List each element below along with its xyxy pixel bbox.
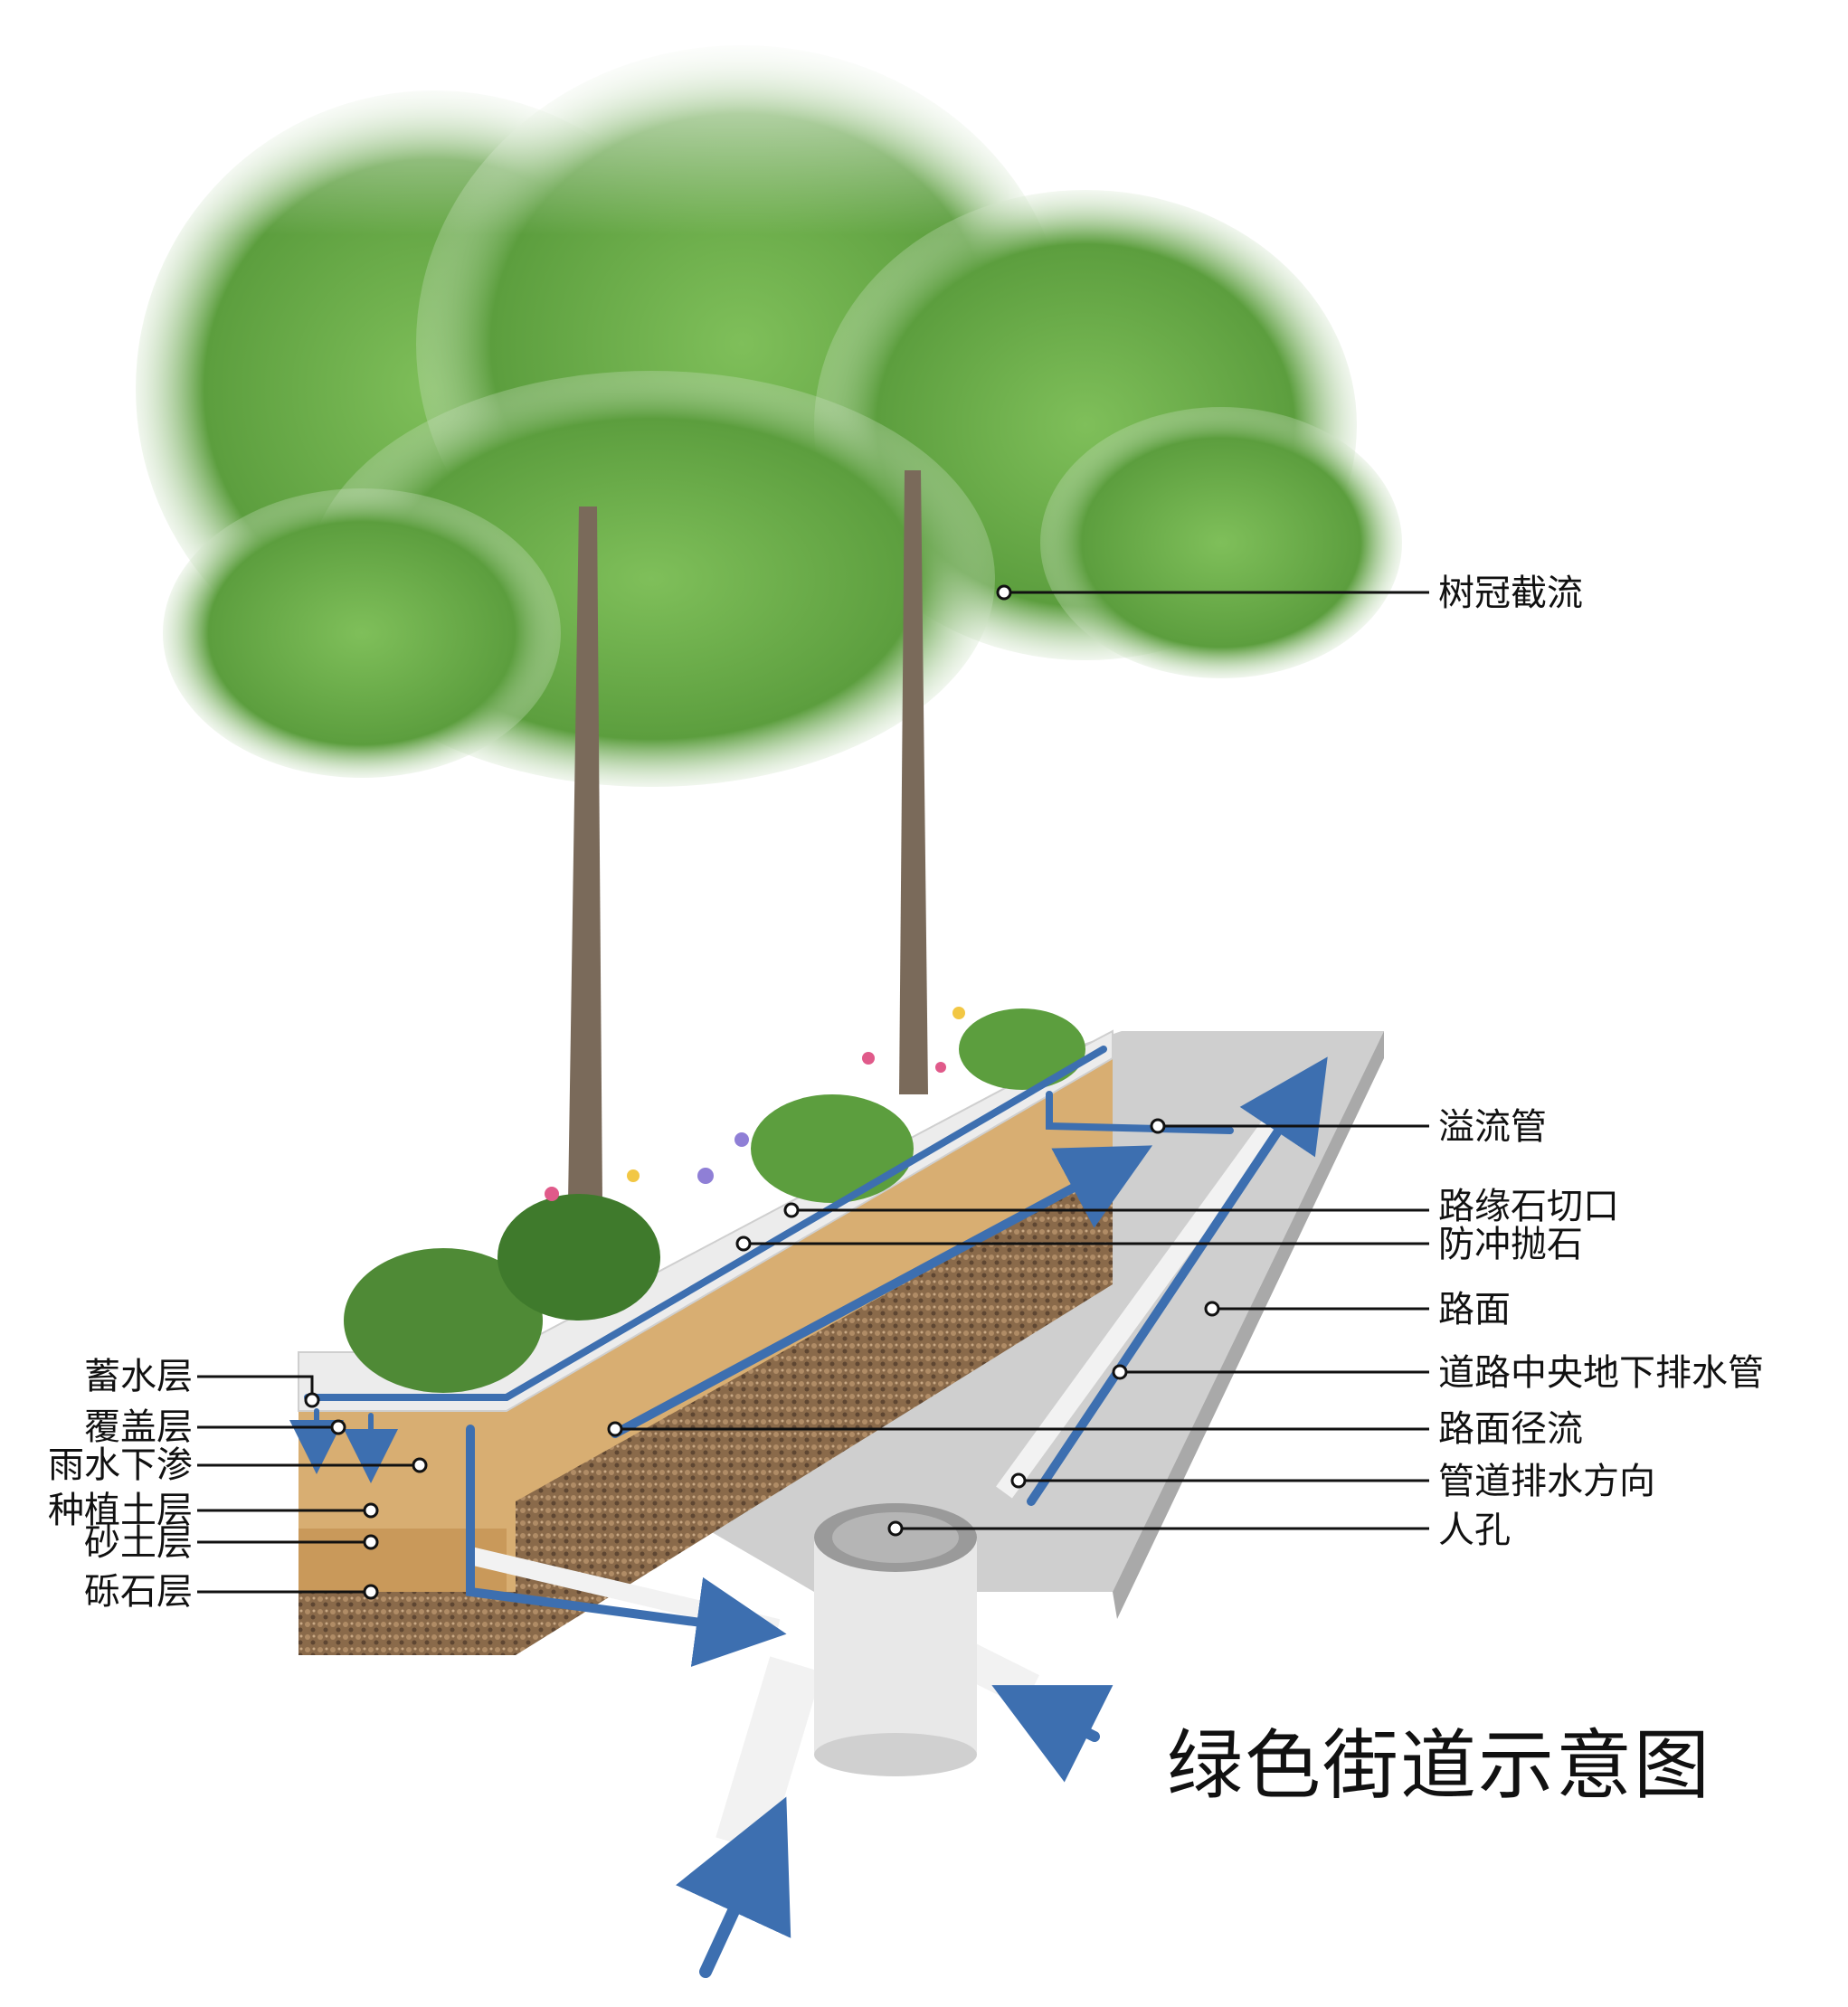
label-curb-cut: 路缘石切口 xyxy=(1438,1186,1619,1227)
diagram-title: 绿色街道示意图 xyxy=(1167,1721,1712,1810)
label-planting-soil: 种植土层 xyxy=(48,1490,193,1531)
label-canopy-interception: 树冠截流 xyxy=(1438,573,1583,614)
label-gravel-layer: 砾石层 xyxy=(84,1571,193,1613)
label-mulch-layer: 覆盖层 xyxy=(84,1406,193,1448)
label-riprap: 防冲抛石 xyxy=(1438,1224,1583,1265)
label-overflow-pipe: 溢流管 xyxy=(1438,1106,1547,1148)
flowers-icon xyxy=(545,1007,965,1201)
tree-canopy-icon xyxy=(0,0,1848,787)
label-pipe-drain-direction: 管道排水方向 xyxy=(1438,1461,1655,1502)
tree-trunks xyxy=(568,470,928,1203)
manhole-cover-icon xyxy=(814,1503,977,1776)
leader-dots-right xyxy=(607,584,1220,1537)
label-sand-layer: 砂土层 xyxy=(84,1522,193,1564)
label-storage-layer: 蓄水层 xyxy=(84,1356,193,1397)
leader-lines-right xyxy=(615,591,1429,1530)
leader-lines-left xyxy=(197,1375,420,1594)
label-infiltration: 雨水下渗 xyxy=(48,1444,193,1486)
grass-clump-icon xyxy=(344,1008,1085,1393)
label-manhole: 人孔 xyxy=(1438,1510,1511,1551)
leader-dots-left xyxy=(304,1392,428,1600)
label-surface-runoff: 路面径流 xyxy=(1438,1408,1583,1450)
label-pavement: 路面 xyxy=(1438,1289,1511,1330)
label-center-drain-pipe: 道路中央地下排水管 xyxy=(1438,1352,1764,1394)
